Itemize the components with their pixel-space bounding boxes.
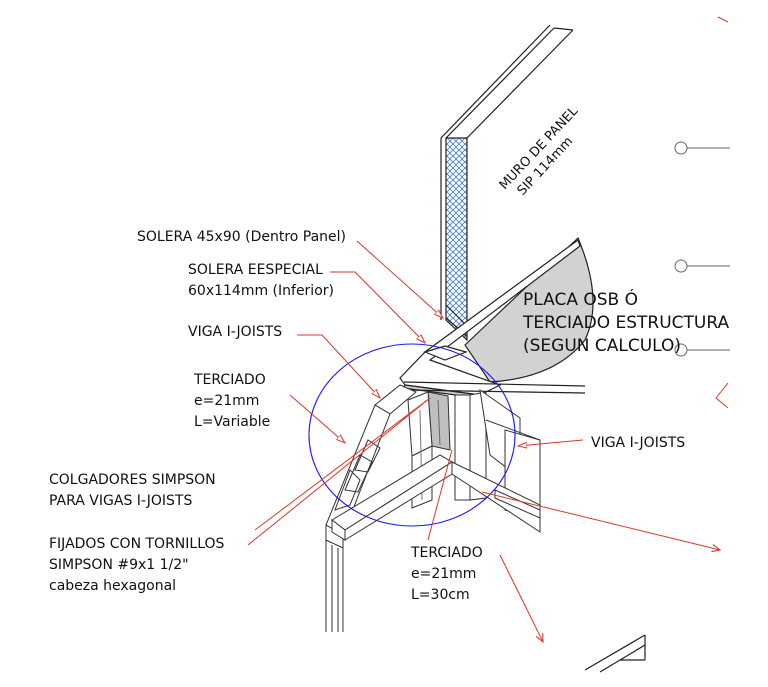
terciado-variable-line-2: e=21mm [194,393,260,409]
terciado-30-line-1: TERCIADO [411,545,483,561]
terciado-30-line-2: e=21mm [411,566,477,582]
fijados-line-3: cabeza hexagonal [49,578,177,594]
focus-ellipse [308,343,516,527]
fijados-line-2: SIMPSON #9x1 1/2" [49,557,189,573]
terciado-variable-line-3: L=Variable [194,414,271,430]
lower-fragment [584,634,646,673]
placa-osb-label: PLACA OSB Ó TERCIADO ESTRUCTURA (SEGUN C… [523,289,729,358]
fijados-line-1: FIJADOS CON TORNILLOS [49,536,225,552]
solera-especial-line-1: SOLERA EESPECIAL [188,262,323,278]
sip-wall-panel [440,24,574,342]
placa-osb-line-3: (SEGUN CALCULO) [523,336,682,356]
floor-plate [399,236,594,399]
terciado-30-label: TERCIADO e=21mm L=30cm [411,543,483,606]
solera-especial-label: SOLERA EESPECIAL 60x114mm (Inferior) [188,260,334,302]
solera-dentro-label: SOLERA 45x90 (Dentro Panel) [137,229,347,245]
cross-joists [331,388,541,541]
placa-osb-line-2: TERCIADO ESTRUCTURA [523,313,730,333]
colgadores-line-2: PARA VIGAS I-JOISTS [49,493,193,509]
viga-right-label: VIGA I-JOISTS [591,435,686,451]
terciado-30-line-3: L=30cm [411,587,470,603]
terciado-variable-label: TERCIADO e=21mm L=Variable [194,370,270,433]
solera-especial-line-2: 60x114mm (Inferior) [188,283,334,299]
left-i-joist [325,384,417,632]
colgadores-line-1: COLGADORES SIMPSON [49,472,216,488]
leader-lines [247,240,720,642]
placa-osb-line-1: PLACA OSB Ó [523,290,638,310]
colgadores-label: COLGADORES SIMPSON PARA VIGAS I-JOISTS [49,470,216,512]
section-markers [674,16,730,409]
fijados-label: FIJADOS CON TORNILLOS SIMPSON #9x1 1/2" … [49,534,224,597]
terciado-variable-line-1: TERCIADO [194,372,266,388]
viga-left-label: VIGA I-JOISTS [188,324,283,340]
